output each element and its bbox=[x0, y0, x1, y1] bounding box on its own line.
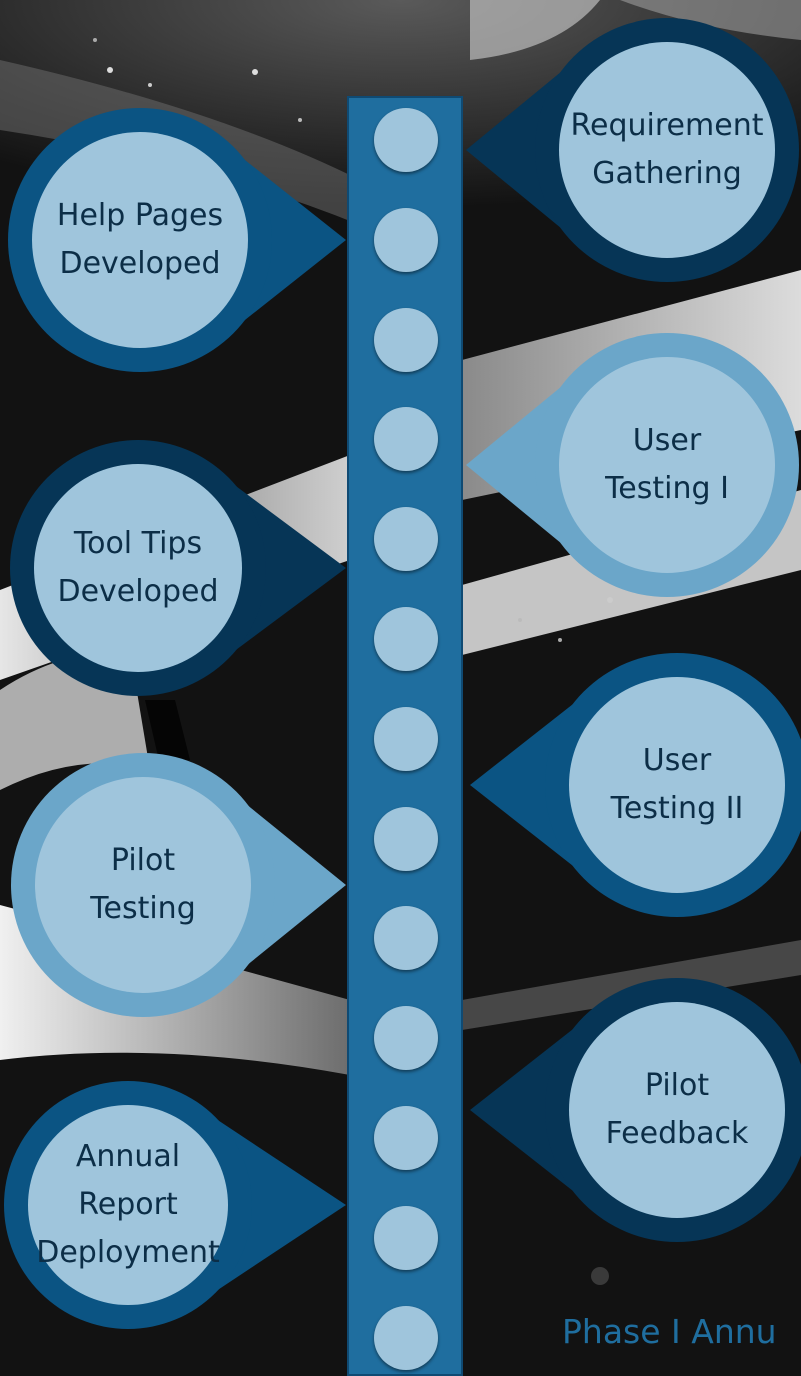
milestone-label: Help Pages Developed bbox=[56, 198, 224, 281]
timeline-dot bbox=[374, 207, 438, 272]
milestone-label: User Testing II bbox=[610, 743, 744, 826]
timeline-dot bbox=[374, 407, 438, 472]
timeline-dot bbox=[374, 706, 438, 771]
milestone-label: Annual Report Deployment bbox=[36, 1139, 220, 1270]
timeline-dot bbox=[374, 1205, 438, 1270]
timeline-dot bbox=[374, 1305, 438, 1370]
callout-inner-circle bbox=[569, 1002, 785, 1218]
timeline-dot bbox=[374, 906, 438, 971]
timeline-dot bbox=[374, 108, 438, 172]
footer-title: Phase I Annu bbox=[562, 1312, 777, 1351]
milestone-label: Tool Tips Developed bbox=[57, 526, 219, 609]
callout-inner-circle bbox=[559, 42, 775, 258]
milestone-label: User Testing I bbox=[605, 423, 729, 506]
timeline-bar bbox=[347, 96, 463, 1376]
timeline-dot bbox=[374, 1006, 438, 1071]
timeline-dot bbox=[374, 1106, 438, 1170]
callout-inner-circle bbox=[35, 777, 251, 993]
callout-inner-circle bbox=[559, 357, 775, 573]
timeline-dot bbox=[374, 607, 438, 671]
timeline-dot bbox=[374, 507, 438, 572]
callout-inner-circle bbox=[32, 132, 248, 348]
timeline-dot bbox=[374, 806, 438, 871]
milestone-label: Pilot Testing bbox=[90, 843, 196, 926]
milestone-label: Pilot Feedback bbox=[605, 1068, 749, 1151]
callout-inner-circle bbox=[34, 464, 242, 672]
timeline-dot bbox=[374, 307, 438, 372]
milestone-label: Requirement Gathering bbox=[570, 108, 764, 191]
callout-inner-circle bbox=[569, 677, 785, 893]
callout-inner-circle bbox=[28, 1105, 228, 1305]
